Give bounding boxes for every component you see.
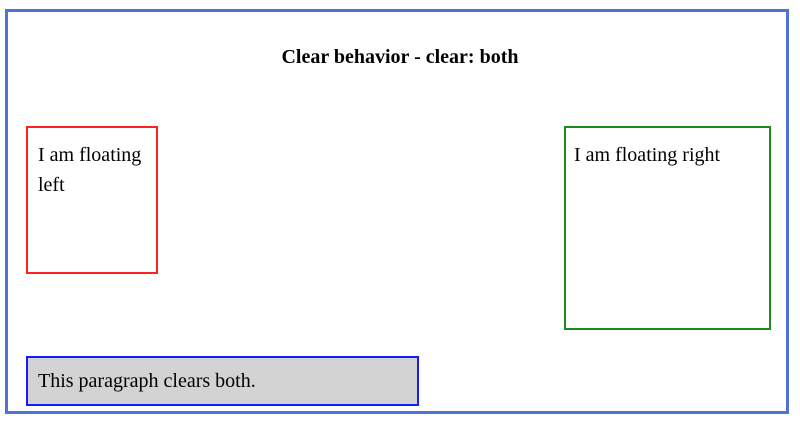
demo-frame [5,9,789,414]
float-right-box: I am floating right [564,126,771,330]
page-title: Clear behavior - clear: both [281,46,519,68]
clear-both-paragraph: This paragraph clears both. [26,356,419,406]
float-left-box: I am floating left [26,126,158,274]
